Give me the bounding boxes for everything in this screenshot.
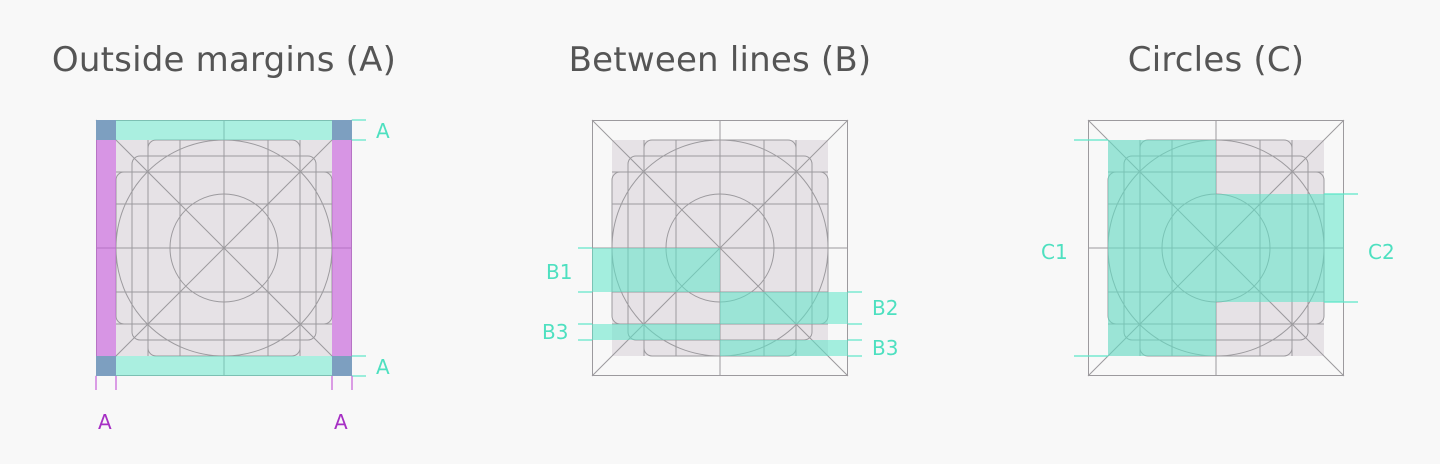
b3-left-band (592, 324, 720, 340)
right-margin-band (332, 120, 352, 376)
panel-title-circles: Circles (C) (1127, 40, 1305, 80)
between-lines-diagram (578, 119, 862, 377)
circles-diagram (1074, 119, 1358, 377)
b3-right-band (720, 340, 848, 356)
corner-bottom-right (332, 356, 352, 376)
label-c2: C2 (1368, 240, 1395, 264)
label-b2: B2 (872, 296, 898, 320)
top-margin-band (96, 120, 352, 140)
label-a-right: A (334, 410, 348, 434)
panel-title-outside-margins: Outside margins (A) (51, 40, 397, 80)
label-c1: C1 (1041, 240, 1068, 264)
corner-bottom-left (96, 356, 116, 376)
b1-band (592, 248, 720, 292)
bottom-margin-band (96, 356, 352, 376)
left-margin-band (96, 120, 116, 376)
label-b1: B1 (546, 260, 572, 284)
corner-top-right (332, 120, 352, 140)
panel-title-between-lines: Between lines (B) (568, 40, 872, 80)
label-a-bottom: A (376, 355, 390, 379)
c2-band (1216, 194, 1344, 302)
c1-band (1108, 140, 1216, 356)
label-a-top: A (376, 119, 390, 143)
b2-band (720, 292, 848, 324)
label-a-left: A (98, 410, 112, 434)
corner-top-left (96, 120, 116, 140)
outside-margins-diagram (95, 119, 366, 390)
label-b3-left: B3 (542, 320, 568, 344)
label-b3-right: B3 (872, 336, 898, 360)
